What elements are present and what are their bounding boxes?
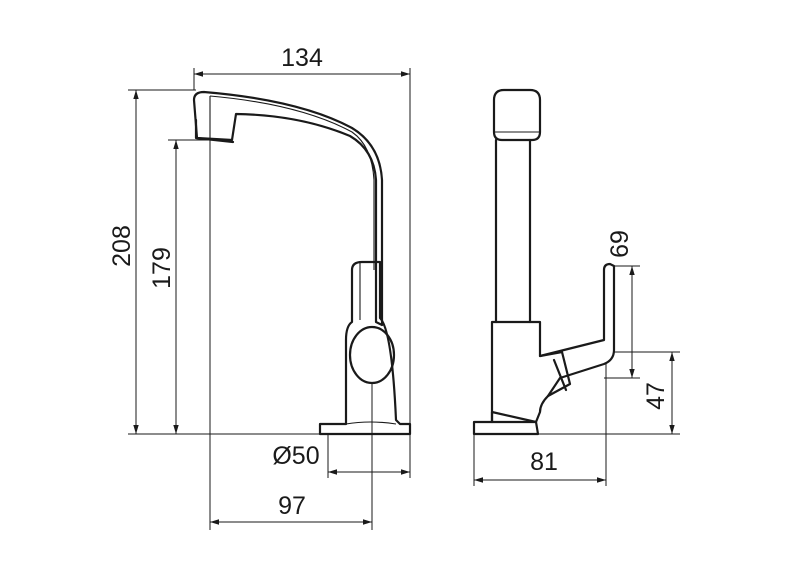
dim-top-width: 134 [193, 44, 411, 434]
front-spout [192, 90, 384, 327]
dim-spout-height-label: 179 [148, 247, 176, 289]
dim-spout-height: 179 [148, 139, 210, 434]
dim-lever-height: 47 [538, 351, 680, 435]
side-lever [538, 350, 572, 398]
dim-total-height-label: 208 [108, 225, 136, 267]
dim-lever-height-label: 47 [642, 382, 670, 410]
dim-side-depth-label: 81 [530, 448, 558, 476]
dim-base-diameter-label: Ø50 [272, 442, 319, 470]
dim-total-height: 208 [108, 89, 320, 435]
dim-base-diameter: Ø50 [272, 434, 411, 478]
front-lever-knob [348, 325, 396, 385]
dim-reach-label: 97 [278, 492, 306, 520]
front-body [318, 260, 412, 436]
dim-lever-top-label: 69 [606, 230, 634, 258]
dim-top-width-label: 134 [281, 44, 323, 72]
dim-side-depth: 81 [473, 364, 607, 486]
front-nozzle [194, 118, 235, 144]
dim-reach: 97 [209, 140, 373, 530]
front-view-faucet [192, 90, 412, 436]
dim-lever-top: 69 [604, 230, 640, 379]
side-view-faucet [472, 88, 616, 436]
side-body [490, 262, 616, 424]
